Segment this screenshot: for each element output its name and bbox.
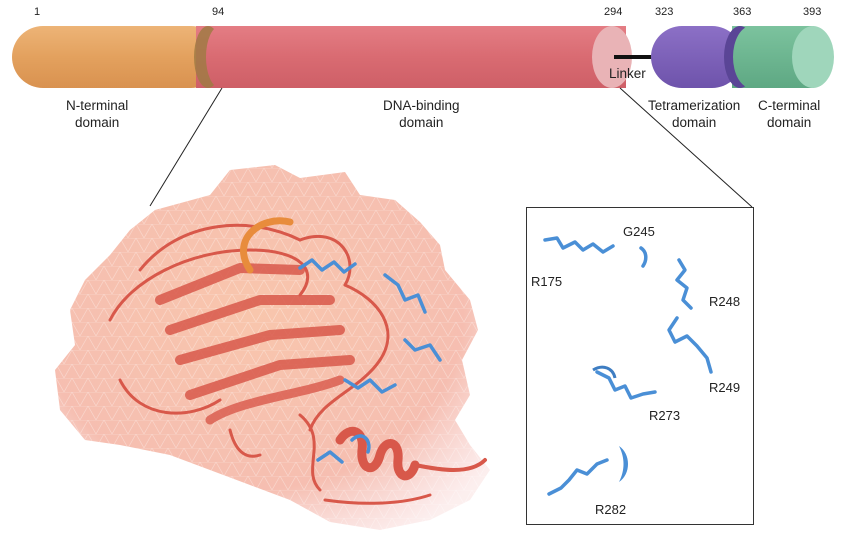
domain-bar [12,26,834,88]
label-c-terminal: C-terminal domain [758,97,820,131]
residue-start-tetramerization: 323 [655,6,674,18]
protein-structure [55,165,490,530]
tetramerization-segment [651,26,743,88]
residue-r249-stick [667,316,713,374]
c-terminal-back [733,26,769,88]
label-c-terminal-line1: C-terminal [758,98,821,113]
label-tetramerization: Tetramerization domain [648,97,740,131]
label-tetramerization-line1: Tetramerization [648,98,741,113]
residue-start-linker: 294 [604,6,623,18]
hotspot-inset: G245 R175 R248 R249 R273 R282 [526,207,754,525]
residue-r282-ring [619,446,628,482]
label-dna-binding-line1: DNA-binding [383,98,460,113]
residue-label-r249: R249 [709,380,741,395]
c-terminal-face [792,26,834,88]
dna-binding-face [206,26,234,88]
residue-label-r248: R248 [709,294,741,309]
label-n-terminal: N-terminal domain [66,97,128,131]
residue-label-r175: R175 [531,274,563,289]
label-dna-binding-line2: domain [399,115,444,130]
structure-residues [298,258,442,464]
label-tetramerization-line2: domain [672,115,717,130]
residue-end-c-terminal: 393 [803,6,822,18]
label-dna-binding: DNA-binding domain [383,97,460,131]
zoom-line-left [149,87,223,207]
residue-label-r282: R282 [595,502,627,517]
residue-label-g245: G245 [623,224,655,239]
residue-r175-stick [543,236,615,254]
label-n-terminal-line2: domain [74,115,120,130]
residue-r248-stick [675,258,693,310]
residue-label-r273: R273 [649,408,681,423]
surface-mesh [55,165,490,530]
residue-start-n-terminal: 1 [34,6,41,18]
label-n-terminal-line1: N-terminal [66,98,129,113]
label-c-terminal-line2: domain [766,115,812,130]
residue-g245-stick [639,246,648,268]
ribbon [108,217,487,505]
n-terminal-segment [12,26,222,88]
residue-r273-ring [592,365,617,379]
dna-binding-segment [196,26,626,88]
residue-r282-stick [547,458,609,496]
residue-start-c-terminal: 363 [733,6,752,18]
linker-segment [592,26,632,88]
residue-start-dna-binding: 94 [212,6,225,18]
label-linker: Linker [609,66,646,81]
zoom-line-right [619,87,753,208]
residue-r273-stick [595,370,657,400]
inset-residues [543,236,713,496]
